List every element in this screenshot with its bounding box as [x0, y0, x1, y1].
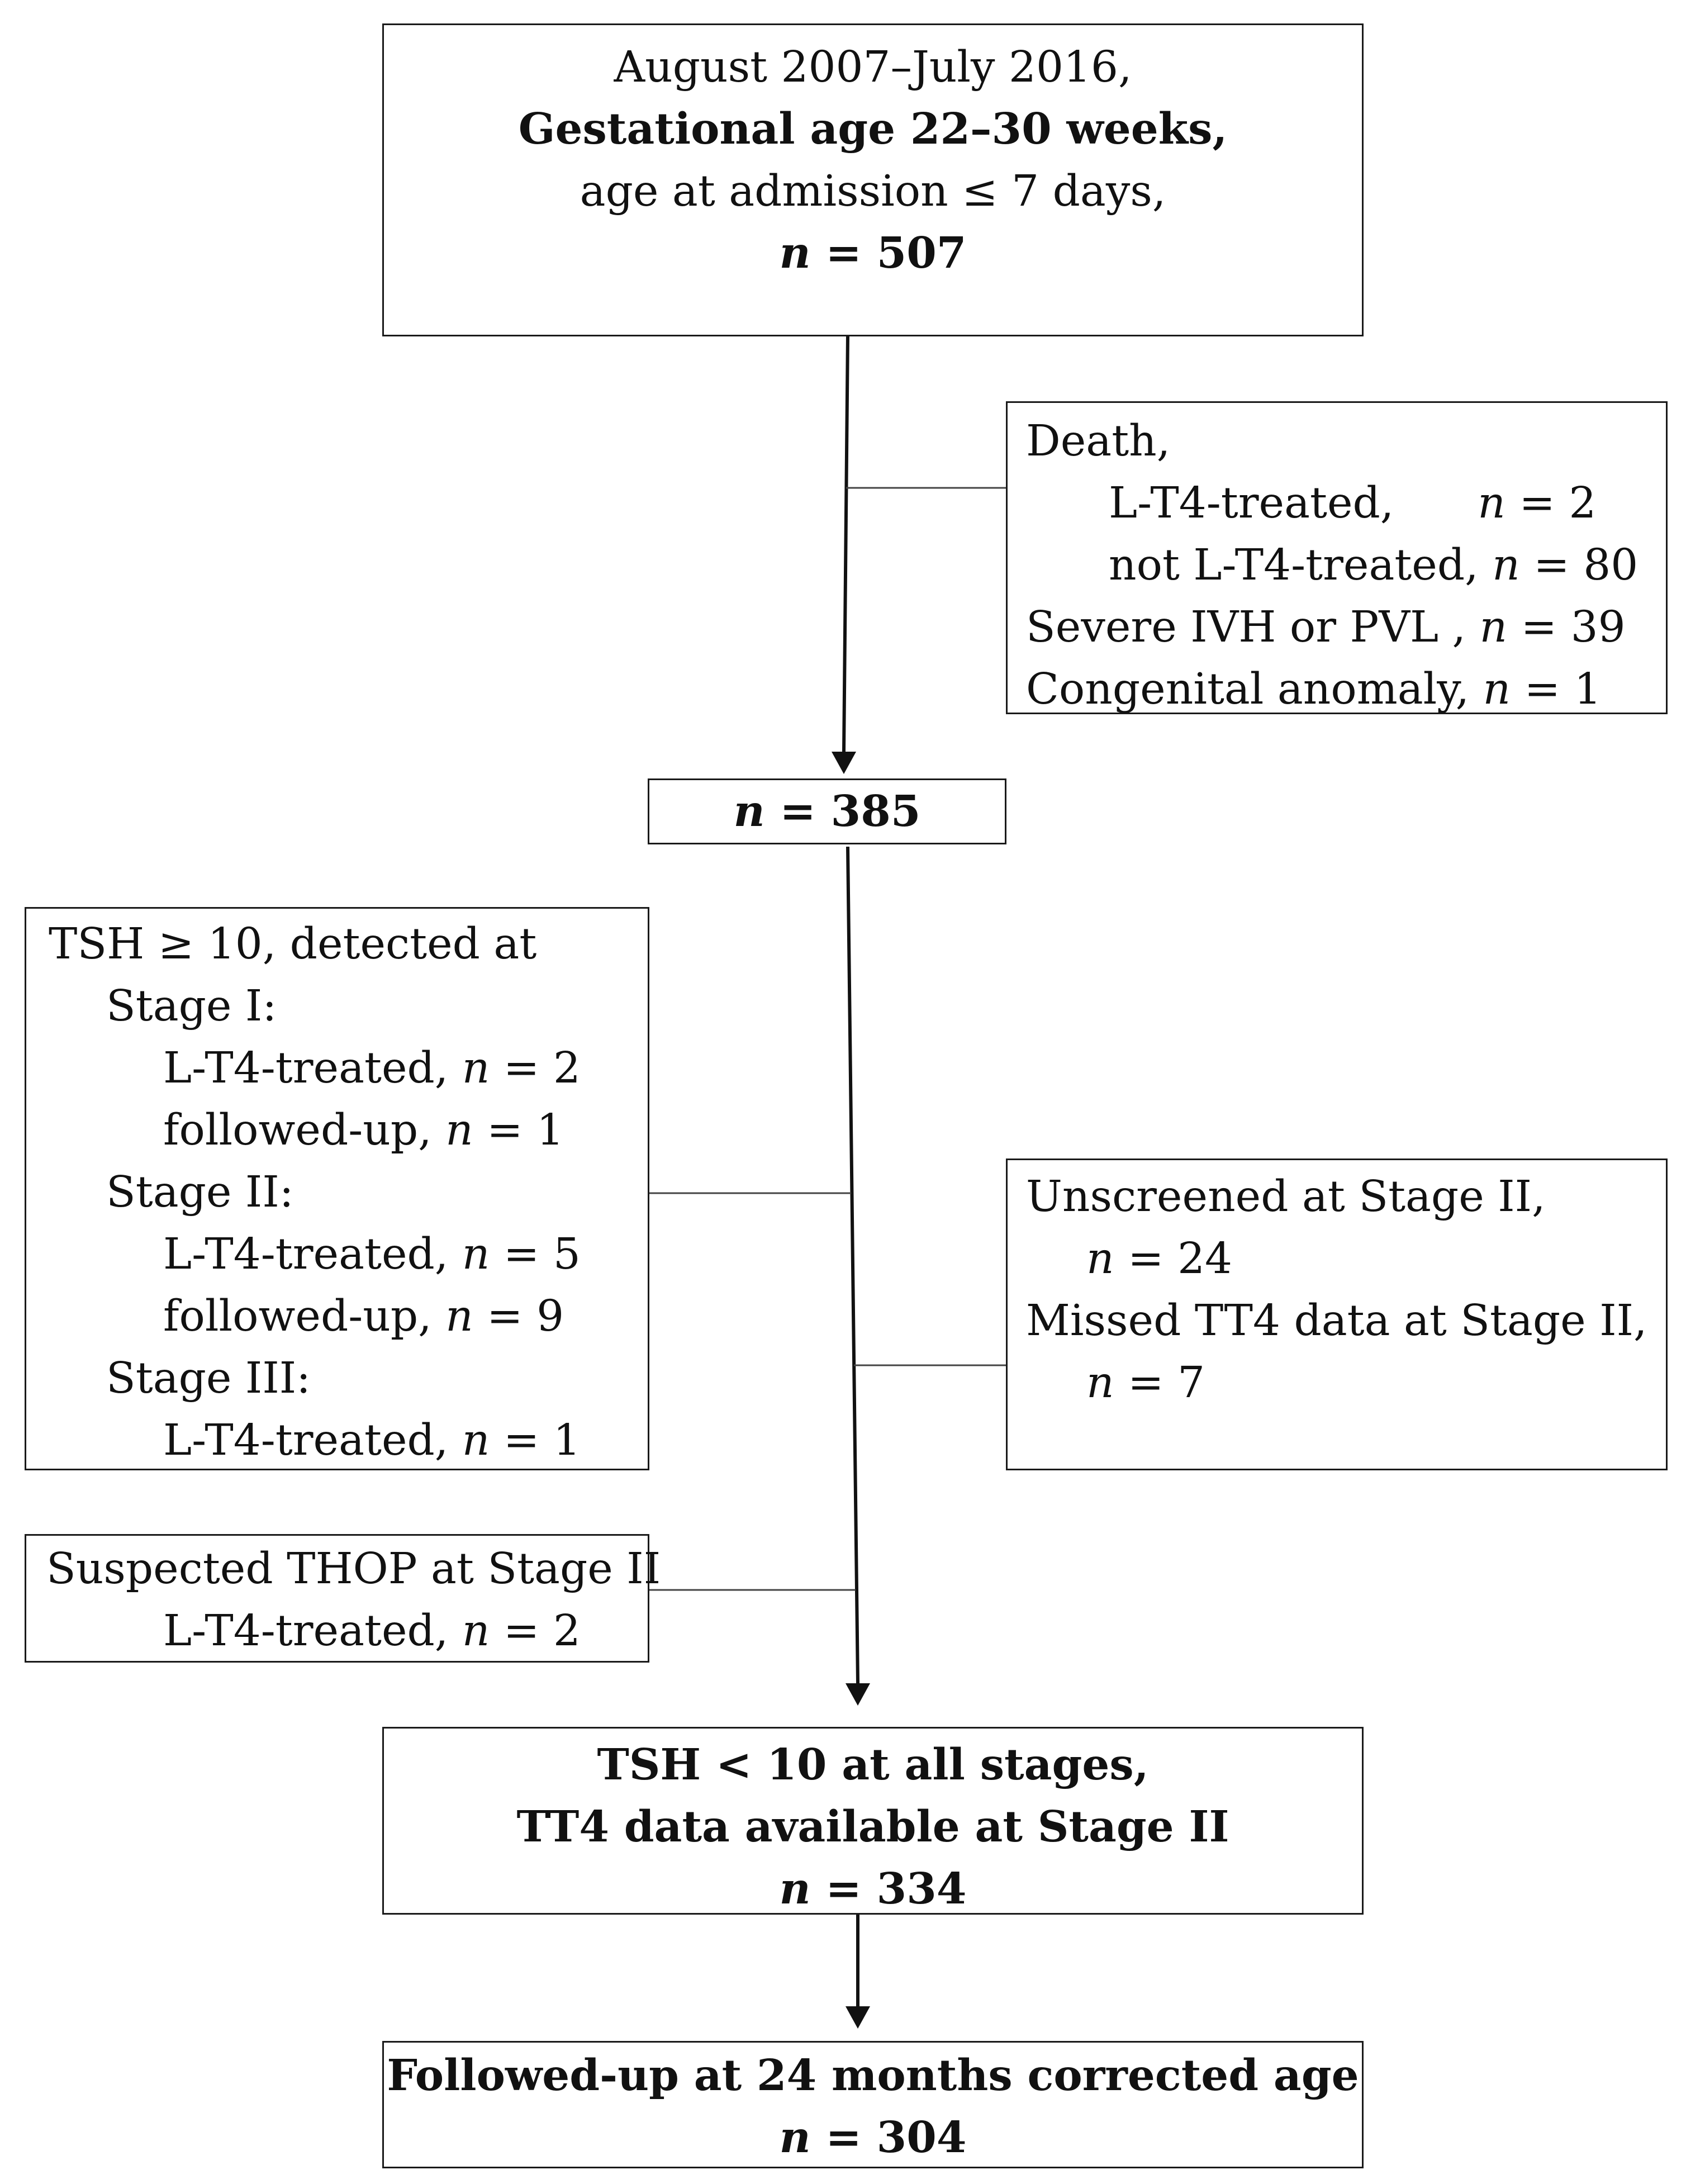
eligible-count-box: n = 385	[648, 778, 1006, 844]
death-label: Death,	[1026, 416, 1171, 466]
tsh-high-heading: TSH ≥ 10, detected at	[49, 919, 537, 969]
followup-count: n = 304	[779, 2112, 967, 2163]
analysis-cohort-count: n = 334	[779, 1864, 967, 1914]
admission-age: age at admission ≤ 7 days,	[580, 167, 1166, 216]
stage-3-label: Stage III:	[106, 1354, 311, 1403]
thop-treated: L-T4-treated, n = 2	[163, 1606, 581, 1656]
thop-box: Suspected THOP at Stage II L-T4-treated,…	[25, 1534, 661, 1663]
tsh-low-label: TSH < 10 at all stages,	[597, 1740, 1149, 1790]
missed-tt4-count: n = 7	[1086, 1358, 1205, 1408]
stage-1-treated: L-T4-treated, n = 2	[163, 1043, 581, 1093]
tsh-high-box: TSH ≥ 10, detected at Stage I: L-T4-trea…	[25, 907, 649, 1470]
eligible-count: n = 385	[733, 786, 921, 837]
death-not-lt4-treated: not L-T4-treated, n = 80	[1109, 540, 1638, 590]
arrowhead-385	[832, 752, 856, 774]
arrow-top-to-385	[842, 335, 849, 752]
enrollment-box: August 2007–July 2016, Gestational age 2…	[382, 23, 1364, 336]
stage-1-followed: followed-up, n = 1	[163, 1105, 564, 1155]
exclusion-death-box: Death, L-T4-treated,n = 2 not L-T4-treat…	[1006, 401, 1668, 714]
unscreened-count: n = 24	[1086, 1234, 1233, 1284]
enrollment-count: n = 507	[779, 228, 967, 278]
severe-ivh-pvl: Severe IVH or PVL , n = 39	[1026, 602, 1626, 652]
missed-tt4-label: Missed TT4 data at Stage II,	[1026, 1296, 1647, 1346]
followup-label: Followed-up at 24 months corrected age	[387, 2050, 1359, 2101]
stage-1-label: Stage I:	[106, 981, 277, 1031]
stage-3-treated: L-T4-treated, n = 1	[163, 1416, 581, 1465]
study-period: August 2007–July 2016,	[614, 42, 1132, 92]
tt4-available-label: TT4 data available at Stage II	[516, 1802, 1229, 1852]
unscreened-box: Unscreened at Stage II, n = 24 Missed TT…	[1006, 1159, 1668, 1470]
death-lt4-treated: L-T4-treated,n = 2	[1109, 478, 1597, 528]
arrowhead-334	[846, 1683, 870, 1706]
thop-heading: Suspected THOP at Stage II	[46, 1544, 661, 1594]
congenital-anomaly: Congenital anomaly, n = 1	[1026, 664, 1602, 714]
gestational-age: Gestational age 22–30 weeks,	[518, 104, 1228, 154]
unscreened-label: Unscreened at Stage II,	[1026, 1172, 1546, 1222]
analysis-cohort-box: TSH < 10 at all stages, TT4 data availab…	[382, 1727, 1364, 1915]
arrowhead-304	[846, 2006, 870, 2029]
followup-box: Followed-up at 24 months corrected age n…	[382, 2041, 1364, 2168]
stage-2-followed: followed-up, n = 9	[163, 1292, 564, 1341]
stage-2-label: Stage II:	[106, 1167, 294, 1217]
stage-2-treated: L-T4-treated, n = 5	[163, 1229, 581, 1279]
arrow-385-to-334	[846, 846, 859, 1684]
